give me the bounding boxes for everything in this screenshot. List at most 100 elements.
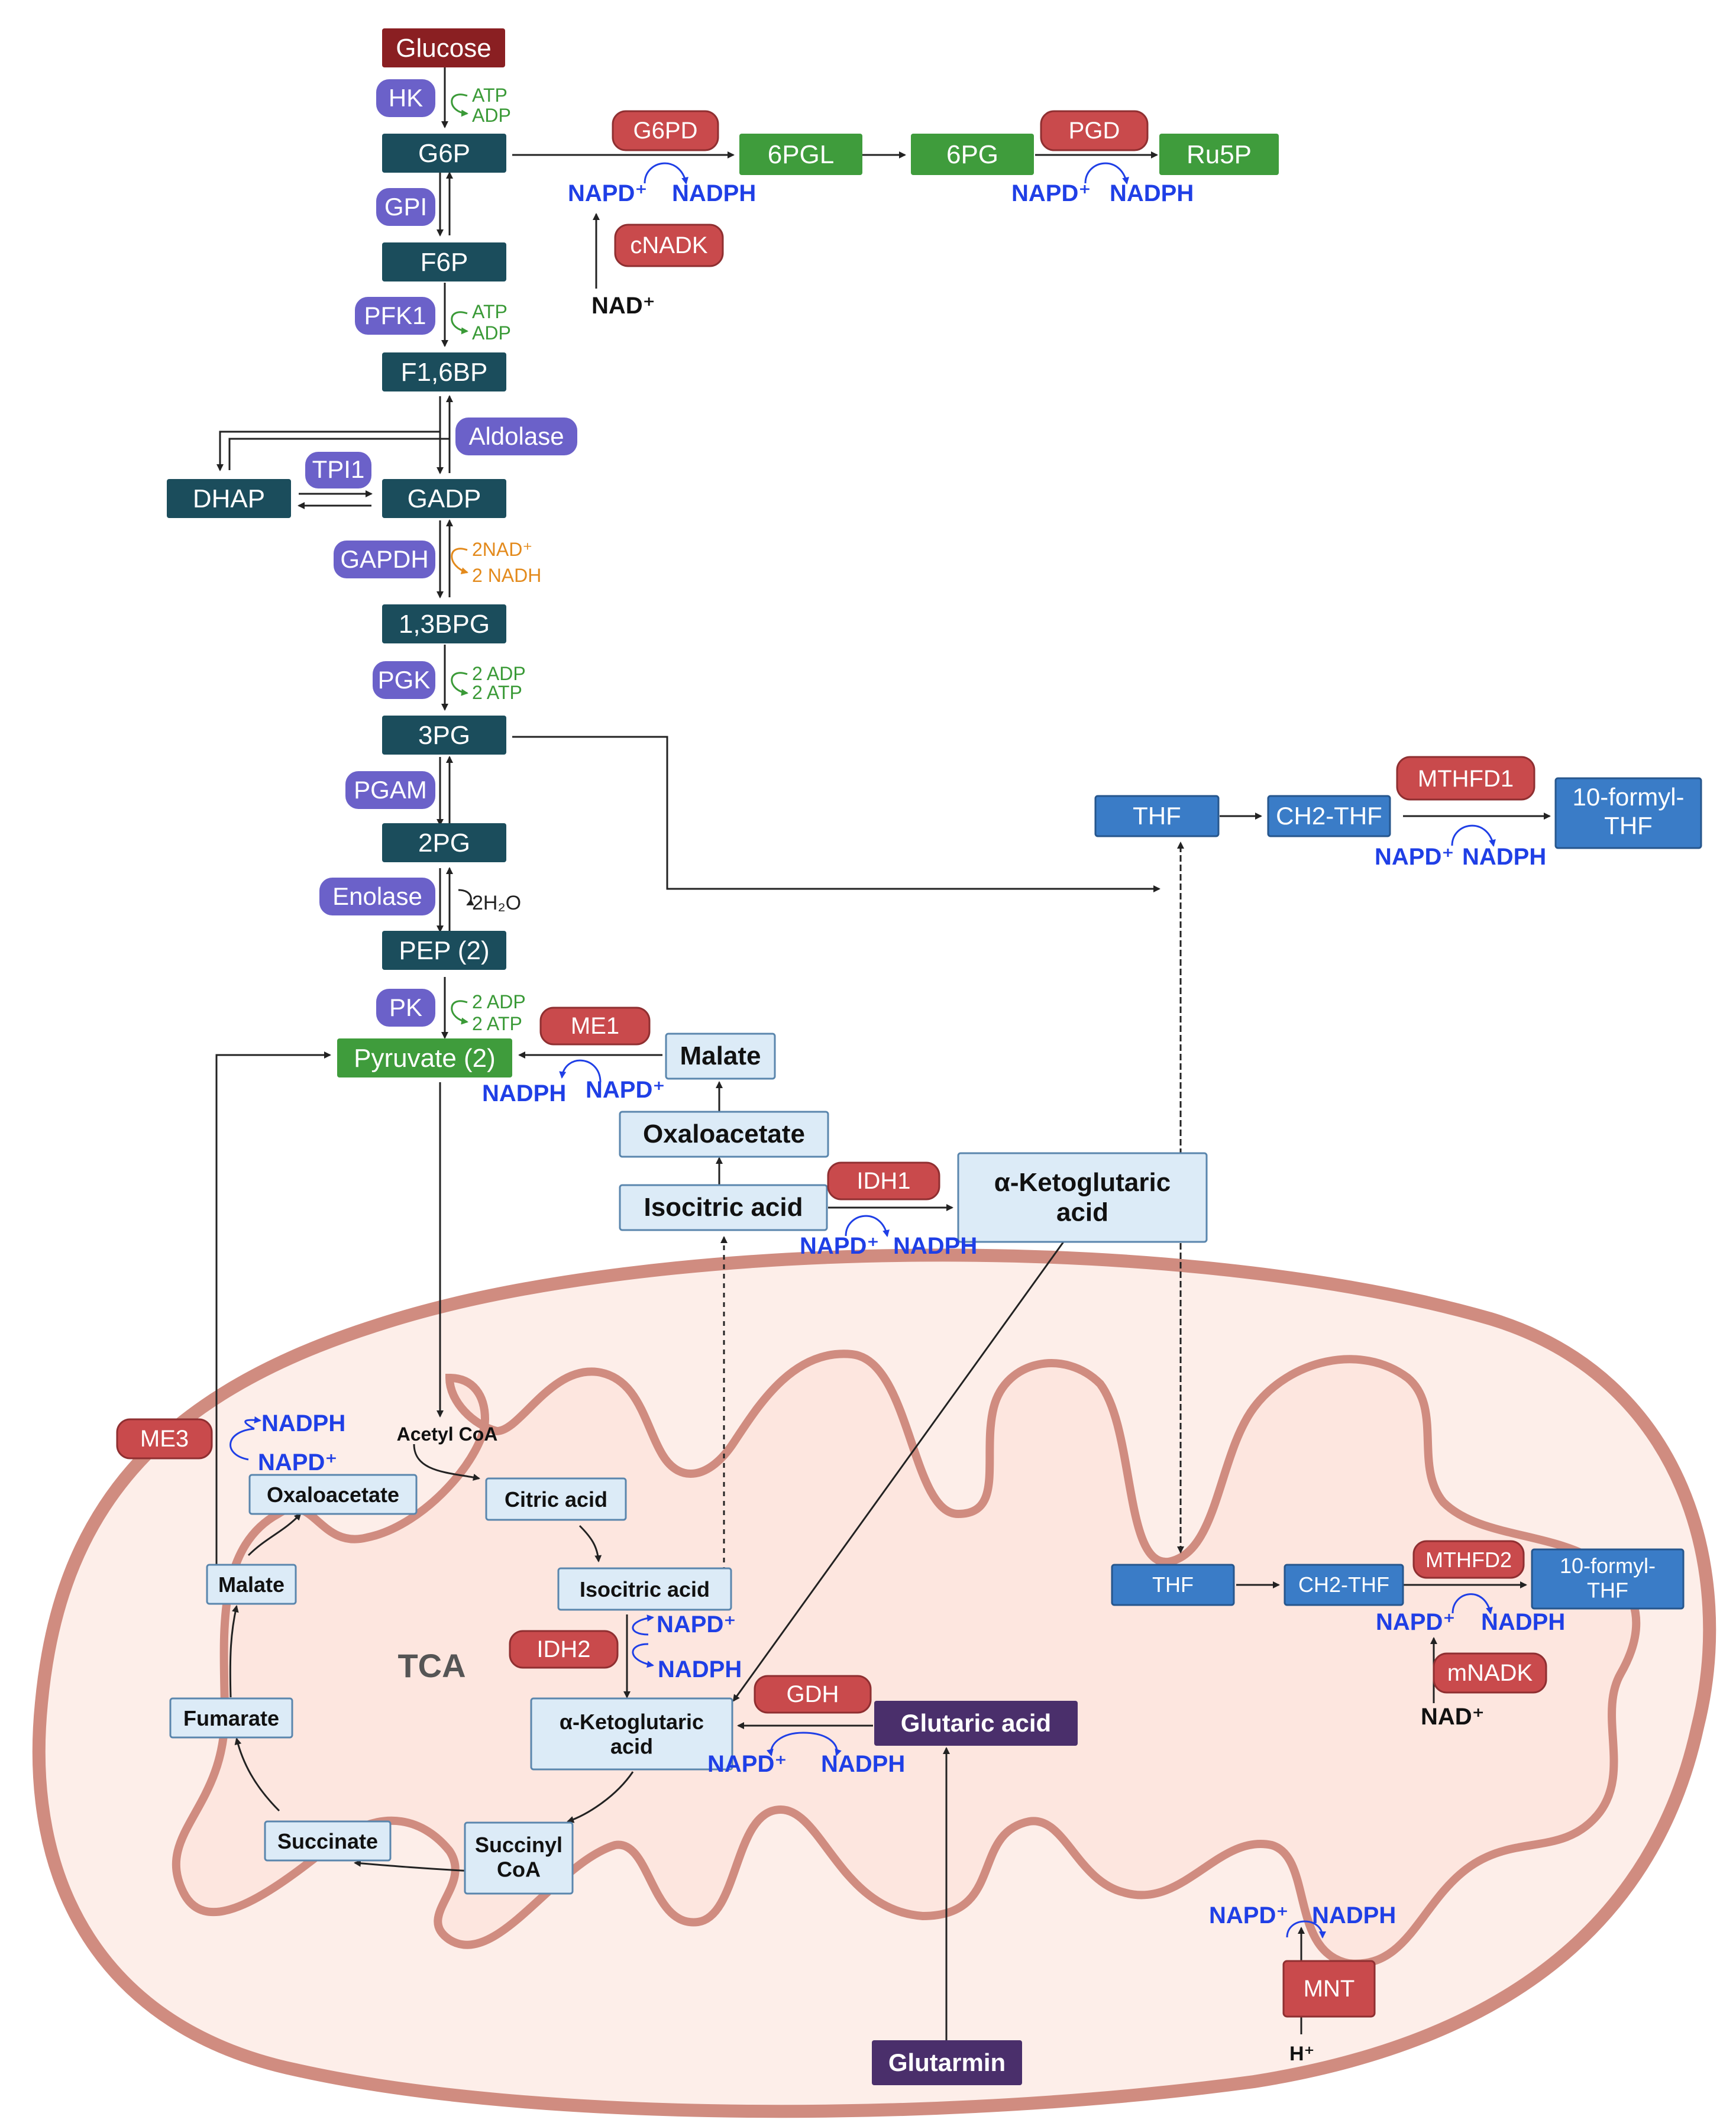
tpi1-pill (305, 452, 371, 488)
akg-mito-label-line-1: α-Ketoglutaric (560, 1710, 704, 1734)
10fthf-mito-box (1531, 1548, 1685, 1610)
3pg-to-folate-arrow (512, 736, 1160, 892)
ru5p-box (1159, 134, 1279, 175)
glycolysis-enzymes: HK GPI PFK1 Aldolase TPI1 GAPDH PGK PGAM… (305, 79, 577, 1027)
me3-nadph: NADPH (261, 1410, 345, 1436)
malate-cyto-box (665, 1033, 776, 1080)
akg-mito-box (530, 1697, 733, 1771)
thf-box (1094, 795, 1220, 837)
cofactor-curls (451, 93, 474, 1025)
mnt-label: MNT (1304, 1976, 1355, 2002)
ppp-napd-2: NAPD⁺ (1011, 180, 1091, 206)
gapdh-label: GAPDH (340, 545, 428, 573)
mthfd2-nadph: NADPH (1481, 1609, 1565, 1635)
succinylcoa-label-line-1: Succinyl (475, 1833, 562, 1857)
pk-adp: 2 ADP (472, 991, 526, 1012)
ch2thf-mito-box (1284, 1564, 1404, 1606)
cytosol-folate: THF CH2-THF MTHFD1 10-formyl-THF NAPD⁺ N… (1094, 756, 1702, 1554)
pfk1-atp: ATP (472, 301, 507, 322)
tca-label: TCA (397, 1647, 465, 1684)
pgam-label: PGAM (354, 776, 427, 804)
mnt-transporter: MNT NAPD⁺ NADPH H⁺ (1209, 1902, 1396, 2065)
fumarate-box (169, 1697, 293, 1739)
tca-cycle: Acetyl CoA Citric acid Isocitric acid α-… (116, 1410, 1078, 2085)
akg-cyto-box (957, 1152, 1208, 1243)
3pg-label: 3PG (418, 721, 470, 750)
glutarmin-box (872, 2040, 1022, 2085)
isocitric-mito-box (557, 1567, 732, 1611)
glycolysis-metabolites: Glucose G6P F6P F1,6BP DHAP GADP 1,3BPG … (167, 28, 512, 1077)
idh2-pill (509, 1630, 619, 1669)
dhap-label: DHAP (193, 484, 265, 513)
mthfd2-label: MTHFD2 (1425, 1548, 1512, 1572)
pfk1-label: PFK1 (364, 302, 426, 329)
6pg-box (911, 134, 1034, 175)
13bpg-label: 1,3BPG (399, 610, 490, 639)
ch2thf-box (1267, 795, 1391, 837)
hk-label: HK (389, 84, 423, 112)
hk-pill (376, 79, 435, 117)
gdh-nadph: NADPH (821, 1751, 905, 1777)
mthfd2-pill (1412, 1540, 1525, 1579)
hk-adp: ADP (472, 105, 511, 126)
gdh-pill (754, 1675, 872, 1714)
pfk1-pill (355, 297, 435, 335)
mito-folate: THF CH2-THF MTHFD2 10-formyl-THF NAPD⁺ N… (1111, 1540, 1685, 1730)
gdh-napd: NAPD⁺ (707, 1751, 787, 1777)
me3-label: ME3 (140, 1426, 189, 1452)
ppp: G6PD 6PGL 6PG PGD Ru5P cNADK NAPD⁺ NADPH… (512, 110, 1279, 319)
thf-label: THF (1133, 802, 1181, 830)
oaa-mito-label: Oxaloacetate (267, 1483, 399, 1507)
acetyl-coa-label: Acetyl CoA (397, 1423, 498, 1445)
isocitric-cyto-box (619, 1184, 828, 1231)
gpi-label: GPI (384, 193, 427, 221)
oaa-cyto-box (619, 1111, 829, 1158)
10fthf-box (1554, 777, 1702, 849)
ch2thf-label: CH2-THF (1276, 802, 1382, 830)
pyruvate-box (337, 1038, 512, 1077)
glucose-label: Glucose (396, 34, 491, 63)
me3-napd: NAPD⁺ (258, 1449, 337, 1475)
gadp-box (382, 479, 506, 518)
ch2thf-mito-label: CH2-THF (1298, 1572, 1389, 1597)
me3-pill (116, 1418, 213, 1460)
mnt-box (1282, 1960, 1376, 2018)
ppp-nadph-2: NADPH (1110, 180, 1194, 206)
malate-mito-box (206, 1564, 297, 1605)
g6pd-pill (612, 110, 719, 151)
mthfd1-label: MTHFD1 (1418, 766, 1514, 792)
2pg-box (382, 823, 506, 862)
akg-cyto-label-line-2: acid (1056, 1198, 1108, 1227)
f6p-label: F6P (421, 248, 468, 277)
citric-label: Citric acid (505, 1487, 607, 1512)
isocitric-cyto-label: Isocitric acid (644, 1193, 803, 1222)
mthfd2-napd: NAPD⁺ (1376, 1609, 1455, 1635)
pgk-pill (373, 661, 435, 699)
succinate-label: Succinate (277, 1829, 378, 1853)
13bpg-box (382, 604, 506, 643)
citric-box (485, 1477, 627, 1521)
pk-atp: 2 ATP (472, 1013, 522, 1034)
enolase-pill (319, 878, 435, 915)
idh1-label: IDH1 (856, 1168, 910, 1194)
isocitric-mito-label: Isocitric acid (580, 1577, 710, 1601)
mnt-proton: H⁺ (1289, 2043, 1315, 2065)
folate-napd: NAPD⁺ (1375, 844, 1454, 870)
pgk-atp: 2 ATP (472, 682, 522, 703)
idh1-pill (827, 1161, 940, 1200)
glycolysis-arrows (216, 66, 453, 1418)
mthfd1-pill (1396, 756, 1535, 801)
pgk-adp: 2 ADP (472, 663, 526, 684)
2pg-label: 2PG (418, 829, 470, 857)
10fthf-mito-label: 10-formyl-THF (1560, 1554, 1656, 1602)
idh2-label: IDH2 (536, 1636, 590, 1662)
succinate-box (264, 1820, 392, 1862)
6pg-label: 6PG (946, 140, 998, 169)
ppp-napd-1: NAPD⁺ (568, 180, 647, 206)
pgam-pill (345, 771, 435, 809)
cytosol-redox: ME1 Malate Oxaloacetate Isocitric acid I… (215, 1007, 1208, 1702)
glutarmin-label: Glutarmin (888, 2049, 1006, 2076)
